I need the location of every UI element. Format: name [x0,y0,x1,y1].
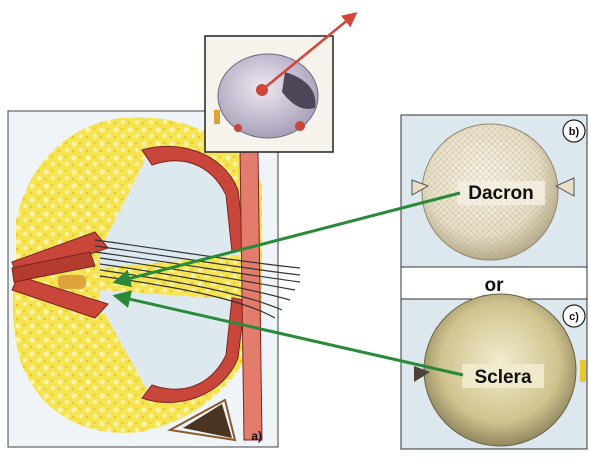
oblique-muscle [58,275,86,289]
dacron-label: Dacron [468,183,533,204]
panel-b-label: b) [569,126,580,138]
sclera-label: Sclera [474,367,531,388]
panel-c-label: c) [569,311,579,323]
panel-c-sclera: c) Sclera [401,294,587,449]
lid-edge [240,150,262,440]
or-label: or [485,275,505,296]
panel-a-label: a) [251,429,262,443]
inset-eye-panel [205,14,355,152]
panel-a-orbit: a) [8,111,300,447]
panel-b-dacron: b) Dacron [401,115,587,267]
